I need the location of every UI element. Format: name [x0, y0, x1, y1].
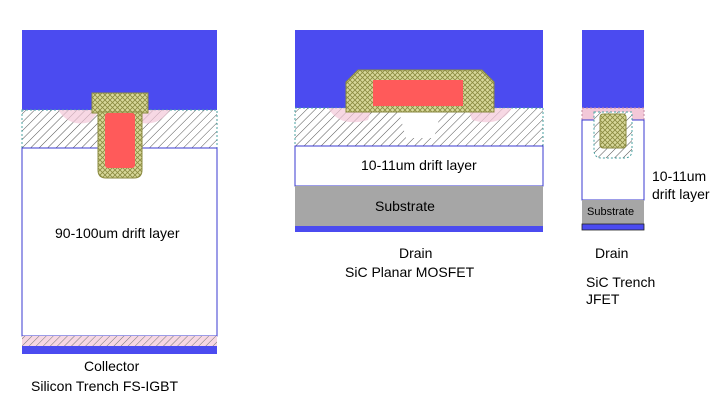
mosfet-drain-metal	[295, 226, 543, 232]
mosfet-jfet-region	[398, 108, 442, 138]
jfet-drain-metal	[581, 223, 645, 231]
jfet-drift-label-1: 10-11um	[652, 168, 707, 184]
jfet-device-label-2: JFET	[586, 291, 620, 307]
jfet-substrate	[582, 200, 644, 224]
jfet-source-metal	[582, 30, 644, 108]
igbt-trench-gate	[105, 113, 135, 168]
mosfet-substrate	[295, 186, 543, 226]
jfet-substrate-label: Substrate	[587, 206, 635, 218]
igbt-device-label: Silicon Trench FS-IGBT	[31, 378, 179, 394]
mosfet-drift-layer	[294, 145, 544, 187]
igbt-gate-oxide-top	[91, 92, 149, 114]
mosfet-device-label: SiC Planar MOSFET	[345, 264, 475, 280]
igbt-collector-metal	[22, 346, 217, 354]
igbt-pwell-left	[58, 110, 100, 124]
mosfet-drift-label: 10-11um drift layer	[361, 157, 477, 173]
igbt-drift-label: 90-100um drift layer	[55, 225, 180, 241]
jfet-gate	[599, 113, 627, 149]
jfet-drift-label-2: drift layer	[652, 186, 710, 202]
jfet-device-label-1: SiC Trench	[586, 274, 656, 290]
mosfet-substrate-label: Substrate	[375, 198, 435, 214]
mosfet-structure	[294, 30, 544, 232]
mosfet-gate	[373, 80, 463, 106]
jfet-terminal-label: Drain	[595, 245, 629, 261]
igbt-structure	[21, 30, 218, 354]
igbt-field-stop	[22, 336, 217, 346]
igbt-terminal-label: Collector	[84, 358, 140, 374]
jfet-structure	[581, 30, 645, 231]
mosfet-terminal-label: Drain	[399, 245, 433, 261]
